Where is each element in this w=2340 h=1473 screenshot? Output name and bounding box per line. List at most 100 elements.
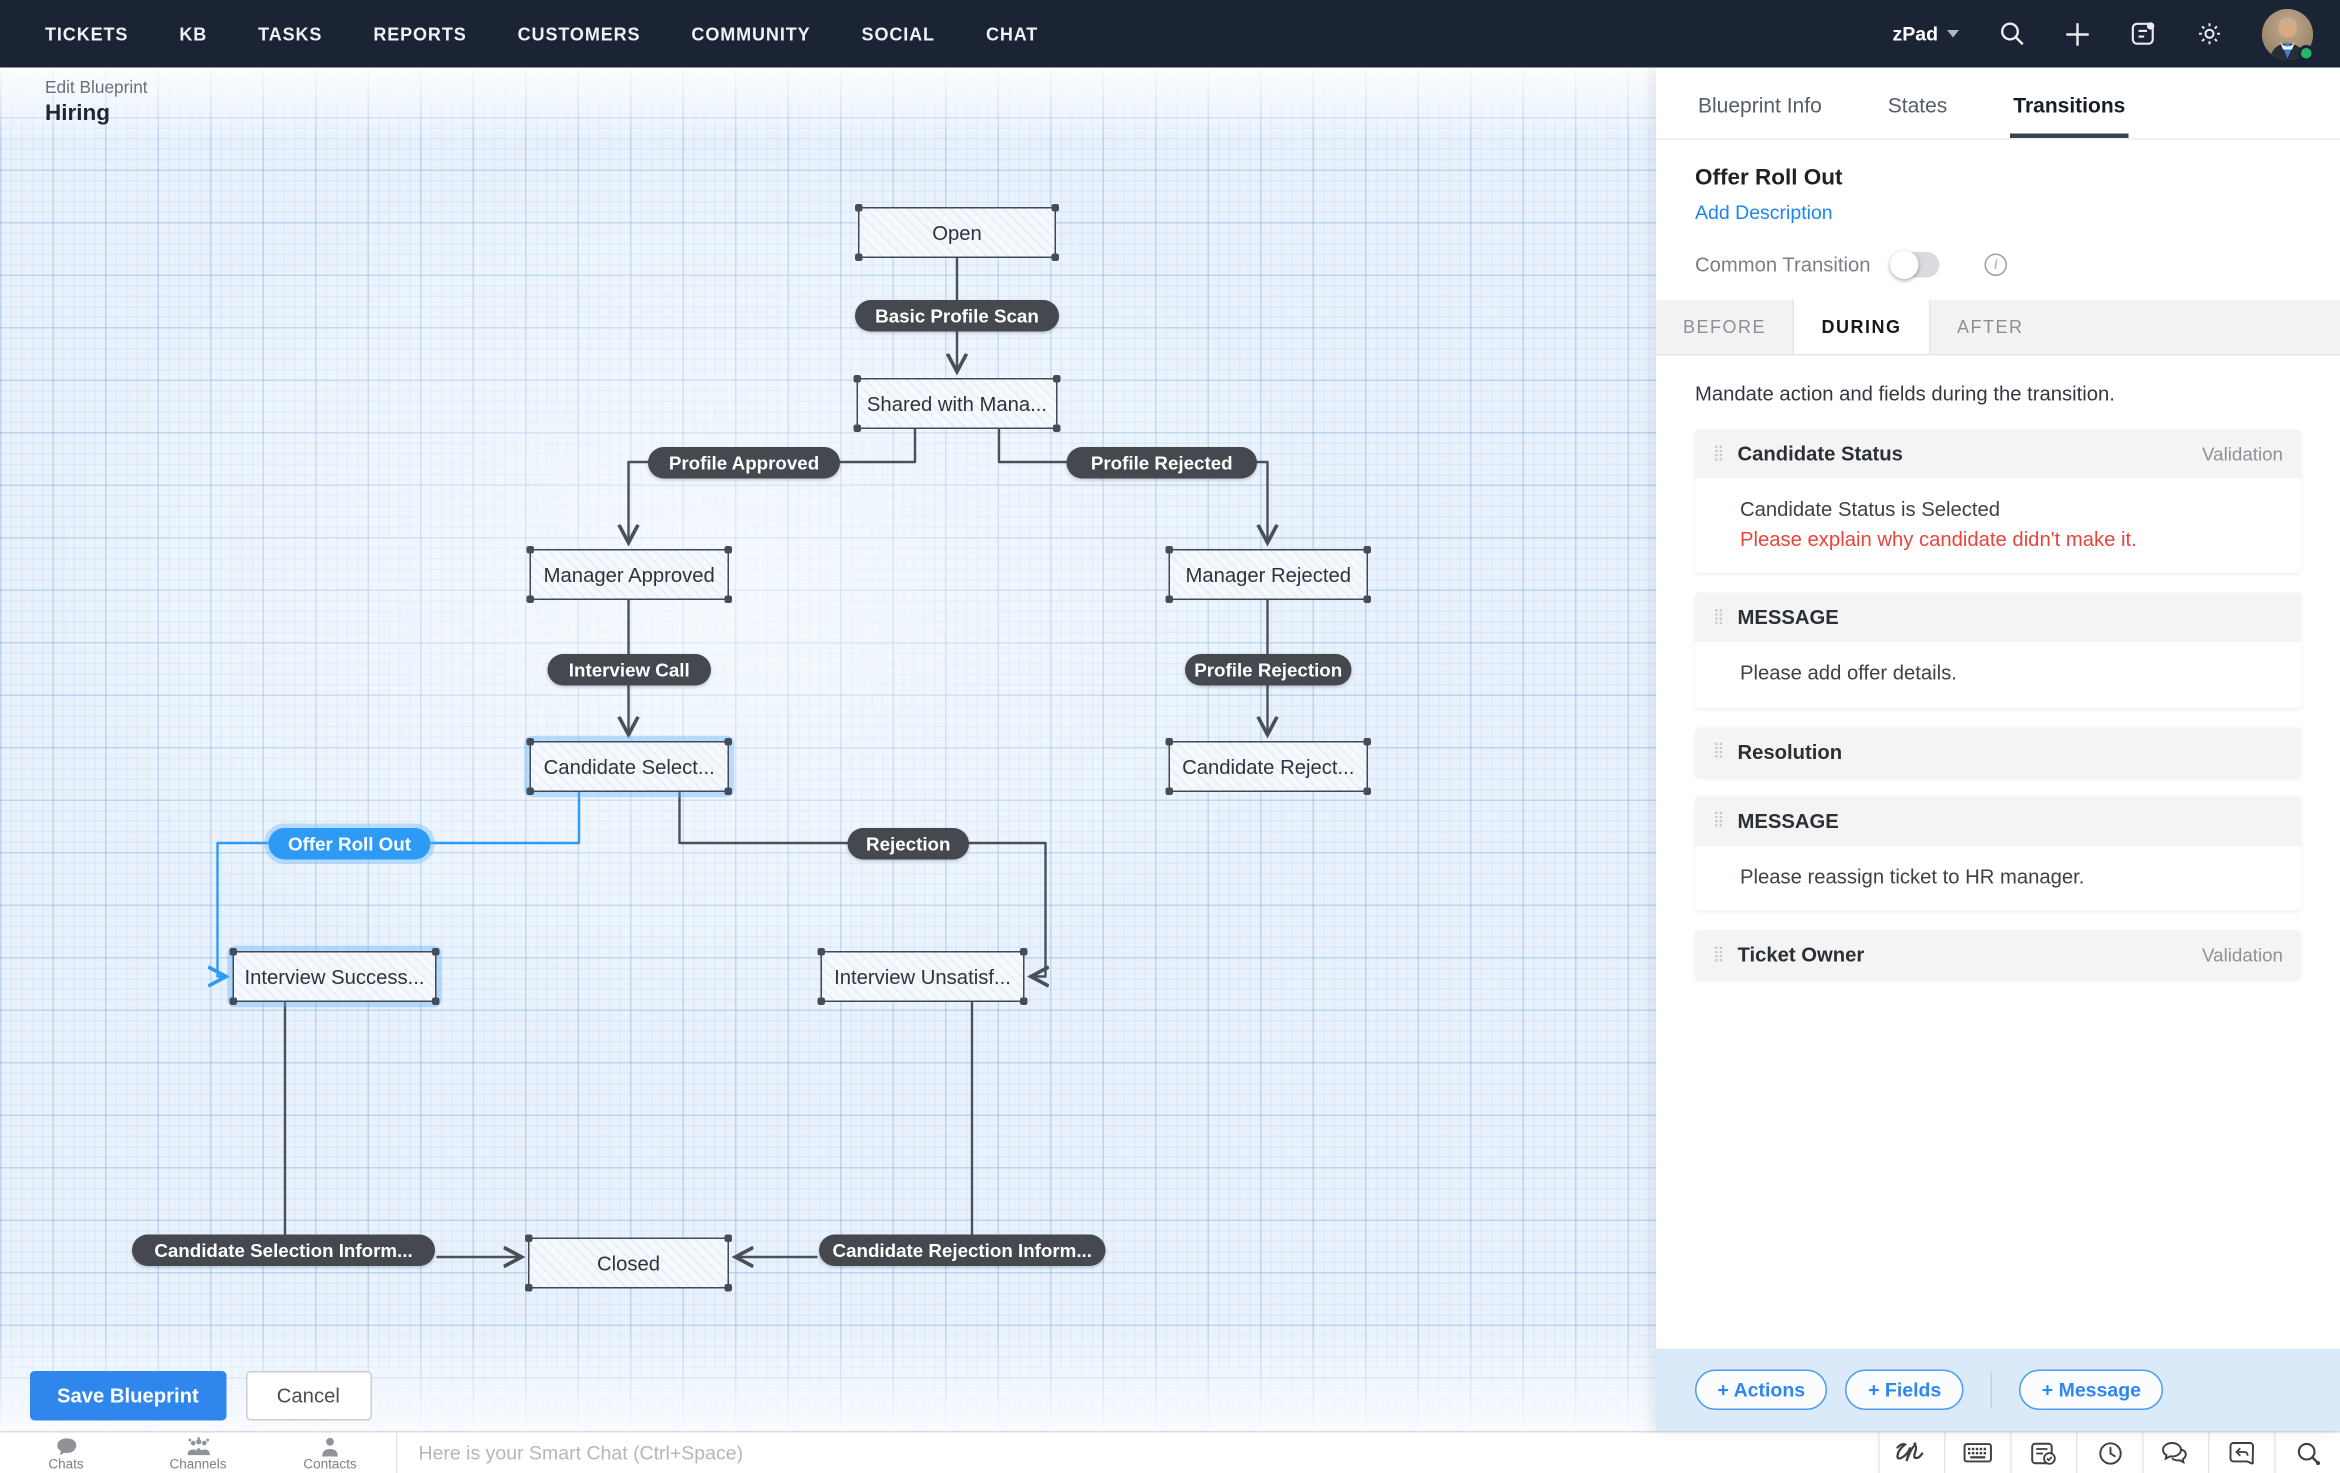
tab-blueprint-info[interactable]: Blueprint Info	[1698, 93, 1822, 117]
state-node[interactable]: Interview Unsatisf...	[817, 948, 1028, 1005]
tab-transitions[interactable]: Transitions	[2010, 68, 2128, 138]
card-header[interactable]: ⣿MESSAGE	[1695, 796, 2301, 846]
node-handle[interactable]	[853, 375, 861, 383]
node-handle[interactable]	[1165, 787, 1173, 795]
node-handle[interactable]	[526, 738, 534, 746]
node-handle[interactable]	[1051, 253, 1059, 261]
node-handle[interactable]	[1051, 204, 1059, 212]
add-description-link[interactable]: Add Description	[1695, 201, 1833, 224]
node-handle[interactable]	[724, 595, 732, 603]
state-node[interactable]: Closed	[525, 1234, 732, 1292]
node-handle[interactable]	[1053, 375, 1061, 383]
add-fields-button[interactable]: + Fields	[1845, 1369, 1964, 1410]
cancel-button[interactable]: Cancel	[245, 1371, 372, 1421]
workspace-selector[interactable]: zPad	[1892, 23, 1959, 45]
reply-icon[interactable]	[2208, 1432, 2274, 1473]
transition-pill[interactable]: Profile Approved	[648, 447, 840, 479]
node-handle[interactable]	[724, 1234, 732, 1242]
node-handle[interactable]	[724, 738, 732, 746]
zia-icon[interactable]	[1878, 1432, 1944, 1473]
node-handle[interactable]	[1363, 546, 1371, 554]
card-header[interactable]: ⣿Resolution	[1695, 727, 2301, 777]
node-handle[interactable]	[817, 997, 825, 1005]
task-check-icon[interactable]	[2010, 1432, 2076, 1473]
node-handle[interactable]	[1363, 738, 1371, 746]
state-node[interactable]: Interview Success...	[229, 948, 440, 1005]
add-message-button[interactable]: + Message	[2019, 1369, 2164, 1410]
drag-handle-icon[interactable]: ⣿	[1713, 742, 1724, 760]
transition-pill[interactable]: Basic Profile Scan	[855, 300, 1059, 332]
phase-tab-after[interactable]: AFTER	[1957, 316, 2024, 338]
state-node[interactable]: Manager Rejected	[1165, 546, 1371, 603]
node-handle[interactable]	[432, 997, 440, 1005]
drag-handle-icon[interactable]: ⣿	[1713, 444, 1724, 462]
nav-item-kb[interactable]: KB	[179, 23, 208, 45]
search-icon[interactable]	[2274, 1432, 2340, 1473]
info-icon[interactable]: i	[1984, 253, 2008, 276]
settings-gear-icon[interactable]	[2196, 20, 2223, 47]
phase-tab-before[interactable]: BEFORE	[1683, 316, 1767, 338]
node-handle[interactable]	[1165, 595, 1173, 603]
node-handle[interactable]	[724, 546, 732, 554]
card-header[interactable]: ⣿MESSAGE	[1695, 592, 2301, 643]
drag-handle-icon[interactable]: ⣿	[1713, 811, 1724, 829]
nav-item-community[interactable]: COMMUNITY	[691, 23, 811, 45]
node-handle[interactable]	[855, 204, 863, 212]
node-handle[interactable]	[229, 997, 237, 1005]
transition-pill[interactable]: Offer Roll Out	[268, 828, 431, 860]
nav-item-tasks[interactable]: TASKS	[258, 23, 323, 45]
search-icon[interactable]	[1998, 20, 2025, 47]
state-node[interactable]: Manager Approved	[526, 546, 732, 603]
drag-handle-icon[interactable]: ⣿	[1713, 946, 1724, 963]
nav-item-chat[interactable]: CHAT	[985, 23, 1039, 45]
nav-item-social[interactable]: SOCIAL	[861, 23, 935, 45]
dock-item-chats[interactable]: Chats	[0, 1433, 132, 1473]
node-handle[interactable]	[1363, 595, 1371, 603]
transition-pill[interactable]: Candidate Rejection Inform...	[819, 1234, 1106, 1266]
add-icon[interactable]	[2064, 20, 2091, 47]
node-handle[interactable]	[1165, 546, 1173, 554]
common-transition-toggle[interactable]	[1890, 250, 1940, 279]
node-handle[interactable]	[724, 1284, 732, 1292]
transition-pill[interactable]: Candidate Selection Inform...	[132, 1234, 435, 1266]
drag-handle-icon[interactable]: ⣿	[1713, 608, 1724, 625]
add-actions-button[interactable]: + Actions	[1695, 1369, 1828, 1410]
nav-item-tickets[interactable]: TICKETS	[45, 23, 129, 45]
transition-pill[interactable]: Profile Rejected	[1066, 447, 1257, 479]
nav-item-customers[interactable]: CUSTOMERS	[517, 23, 641, 45]
state-node[interactable]: Candidate Select...	[526, 738, 732, 795]
node-handle[interactable]	[229, 948, 237, 956]
transition-pill[interactable]: Profile Rejection	[1185, 654, 1352, 686]
state-node[interactable]: Candidate Reject...	[1165, 738, 1371, 795]
node-handle[interactable]	[525, 1284, 533, 1292]
activity-feed-icon[interactable]	[2130, 20, 2157, 47]
user-avatar[interactable]	[2262, 8, 2315, 61]
node-handle[interactable]	[526, 595, 534, 603]
smart-chat-input[interactable]	[396, 1432, 1878, 1473]
nav-item-reports[interactable]: REPORTS	[373, 23, 467, 45]
node-handle[interactable]	[1165, 738, 1173, 746]
tab-states[interactable]: States	[1887, 93, 1948, 117]
node-handle[interactable]	[724, 787, 732, 795]
state-node[interactable]: Open	[855, 204, 1059, 261]
phase-tab-during[interactable]: DURING	[1793, 300, 1931, 354]
chat-duo-icon[interactable]	[2142, 1432, 2208, 1473]
node-handle[interactable]	[525, 1234, 533, 1242]
transition-pill[interactable]: Interview Call	[547, 654, 711, 686]
node-handle[interactable]	[855, 253, 863, 261]
node-handle[interactable]	[1053, 424, 1061, 432]
node-handle[interactable]	[1020, 997, 1028, 1005]
dock-item-contacts[interactable]: Contacts	[264, 1433, 396, 1473]
node-handle[interactable]	[1020, 948, 1028, 956]
node-handle[interactable]	[432, 948, 440, 956]
state-node[interactable]: Shared with Mana...	[853, 375, 1061, 432]
save-blueprint-button[interactable]: Save Blueprint	[30, 1371, 226, 1421]
node-handle[interactable]	[1363, 787, 1371, 795]
history-clock-icon[interactable]	[2076, 1432, 2142, 1473]
keyboard-icon[interactable]	[1944, 1432, 2010, 1473]
dock-item-channels[interactable]: Channels	[132, 1433, 264, 1473]
transition-pill[interactable]: Rejection	[847, 828, 969, 860]
